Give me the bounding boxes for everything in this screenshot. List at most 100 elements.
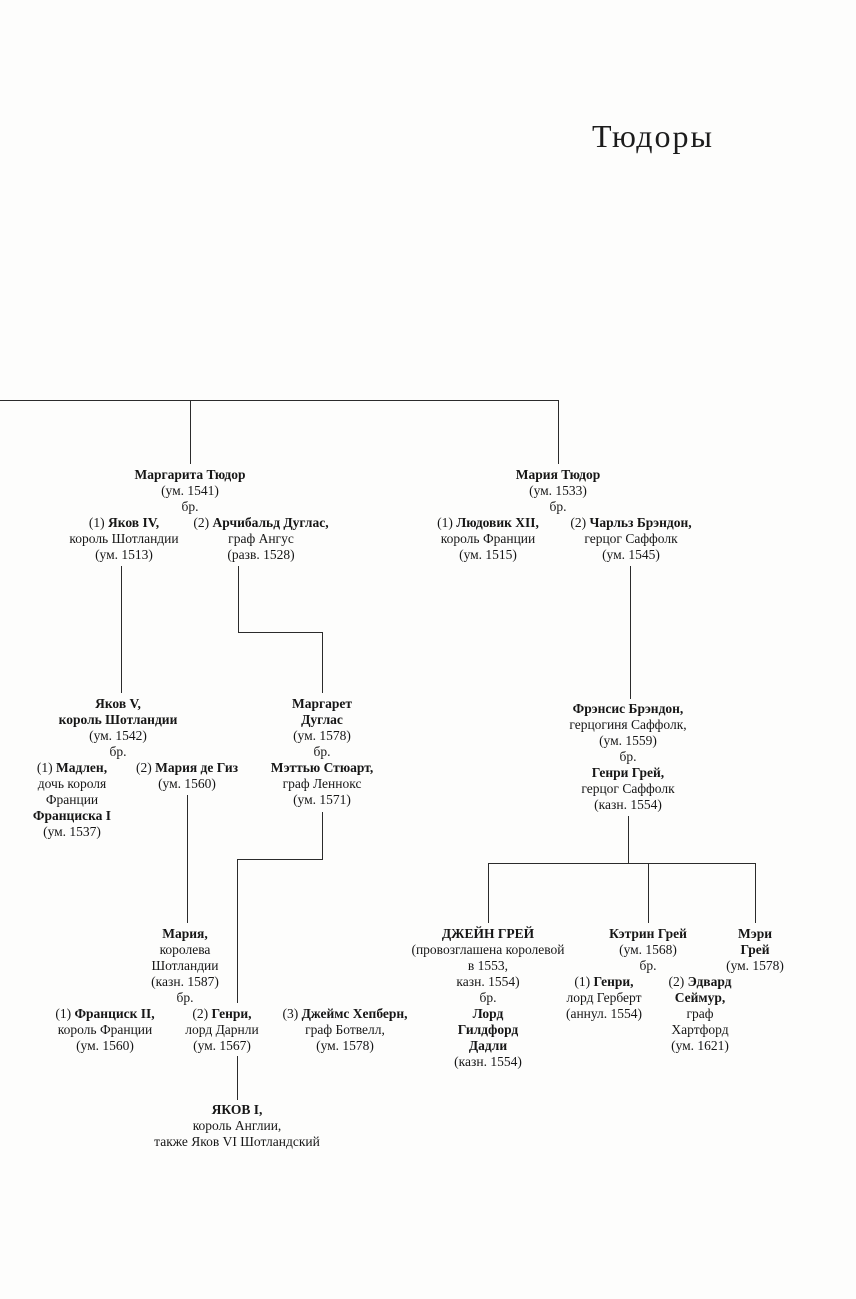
person-title: королева — [159, 942, 211, 957]
person-death: (ум. 1568) — [619, 942, 677, 957]
person-title: король Франции — [57, 1022, 153, 1037]
node-madeleine: (1) Мадлен, дочь короля Франции Франциск… — [33, 760, 111, 840]
node-margaret-douglas: Маргарет Дуглас (ум. 1578) бр. Мэттью Ст… — [271, 696, 373, 808]
person-title: король Англии, — [192, 1118, 282, 1133]
person-title: дочь короля — [37, 776, 107, 791]
node-henry-herbert: (1) Генри, лорд Герберт (аннул. 1554) — [566, 974, 642, 1022]
spouse-death: (ум. 1571) — [293, 792, 351, 807]
person-death: (ум. 1545) — [602, 547, 660, 562]
page-title: Тюдоры — [592, 118, 715, 154]
connector-drop-maria-tudor — [558, 400, 559, 464]
spouse-title: граф Леннокс — [282, 776, 362, 791]
person-name: Дуглас — [301, 712, 343, 727]
node-maria-tudor: Мария Тюдор (ум. 1533) бр. — [516, 467, 600, 515]
connector-drop-mary-grey — [755, 863, 756, 923]
spouse-name-line: (3) Джеймс Хепберн, — [282, 1006, 407, 1022]
connector-drop-margarita — [190, 400, 191, 464]
spouse-name-line: (2) Генри, — [185, 1006, 258, 1022]
spouse-name: Лорд — [472, 1006, 504, 1021]
spouse-name-line: (2) Чарльз Брэндон, — [570, 515, 691, 531]
node-henry-darnley: (2) Генри, лорд Дарнли (ум. 1567) — [185, 1006, 258, 1054]
person-title: Франции — [45, 792, 99, 807]
person-note: казн. 1554) — [456, 974, 520, 989]
node-maria-de-guise: (2) Мария де Гиз (ум. 1560) — [136, 760, 238, 792]
person-name: Мадлен, — [56, 760, 108, 775]
marriage-abbr: бр. — [181, 499, 199, 514]
person-death: (ум. 1578) — [726, 958, 784, 973]
node-mary-grey: Мэри Грей (ум. 1578) — [726, 926, 784, 974]
person-name: Мария де Гиз — [155, 760, 239, 775]
connector-drop-jane-grey — [488, 863, 489, 923]
person-name: Людовик XII, — [456, 515, 539, 530]
person-title: король Шотландии — [69, 531, 179, 546]
marriage-abbr: бр. — [639, 958, 657, 973]
spouse-name: Генри Грей, — [591, 765, 665, 780]
person-name: Франциска I — [32, 808, 112, 823]
person-title: граф Ботвелл, — [305, 1022, 385, 1037]
person-death: (ум. 1560) — [158, 776, 216, 791]
person-death: (разв. 1528) — [227, 547, 295, 562]
node-francis-ii: (1) Франциск II, король Франции (ум. 156… — [55, 1006, 154, 1054]
marriage-abbr: бр. — [549, 499, 567, 514]
person-title: король Франции — [440, 531, 536, 546]
person-note: (провозглашена королевой — [411, 942, 565, 957]
person-death: (ум. 1513) — [95, 547, 153, 562]
connector-grey-parent-down — [628, 816, 629, 864]
connector-douglas-down — [238, 566, 239, 633]
spouse-number: (1) — [437, 515, 453, 530]
spouse-name-line: (2) Эдвард — [669, 974, 732, 990]
spouse-number: (1) — [36, 760, 53, 775]
spouse-name-line: (2) Мария де Гиз — [136, 760, 238, 776]
person-name: ДЖЕЙН ГРЕЙ — [441, 926, 535, 941]
person-death: (ум. 1578) — [293, 728, 351, 743]
person-name: Маргарет — [291, 696, 352, 711]
spouse-number: (2) — [193, 515, 210, 530]
connector-grey-siblings-bracket — [488, 863, 756, 864]
person-name: Яков IV, — [108, 515, 160, 530]
node-edward-seymour: (2) Эдвард Сеймур, граф Хартфорд (ум. 16… — [669, 974, 732, 1054]
spouse-name: Мэттью Стюарт, — [270, 760, 374, 775]
connector-drop-margaret-douglas — [322, 632, 323, 693]
connector-stuart-horizontal — [237, 859, 323, 860]
node-james-hepburn: (3) Джеймс Хепберн, граф Ботвелл, (ум. 1… — [282, 1006, 407, 1054]
marriage-abbr: бр. — [109, 744, 127, 759]
connector-drop-henry-darnley — [237, 859, 238, 1003]
node-yakov-i: ЯКОВ I, король Англии, также Яков VI Шот… — [154, 1102, 320, 1150]
person-death: (ум. 1560) — [76, 1038, 134, 1053]
person-death: (ум. 1515) — [459, 547, 517, 562]
spouse-name: Гилдфорд — [457, 1022, 519, 1037]
marriage-abbr: бр. — [313, 744, 331, 759]
spouse-name-line: (1) Франциск II, — [55, 1006, 154, 1022]
spouse-number: (1) — [55, 1006, 72, 1021]
person-title: король Шотландии — [58, 712, 178, 727]
person-name: ЯКОВ I, — [211, 1102, 263, 1117]
person-name: Мария, — [162, 926, 208, 941]
spouse-title: герцог Саффолк — [581, 781, 675, 796]
person-note: также Яков VI Шотландский — [154, 1134, 320, 1149]
person-name: Маргарита Тюдор — [134, 467, 246, 482]
person-title: граф — [686, 1006, 714, 1021]
spouse-name-line: (1) Мадлен, — [33, 760, 111, 776]
person-name: Кэтрин Грей — [609, 926, 687, 941]
person-death: (ум. 1578) — [316, 1038, 374, 1053]
node-louis-xii: (1) Людовик XII, король Франции (ум. 151… — [437, 515, 539, 563]
person-title: Шотландии — [151, 958, 219, 973]
connector-top-horizontal — [0, 400, 559, 401]
person-name: Генри, — [211, 1006, 252, 1021]
connector-stuart-down — [322, 812, 323, 860]
node-archibald-douglas: (2) Арчибальд Дуглас, граф Ангус (разв. … — [193, 515, 328, 563]
marriage-abbr: бр. — [479, 990, 497, 1005]
person-death: (ум. 1541) — [161, 483, 219, 498]
connector-guise-to-maria-stuart — [187, 795, 188, 923]
person-title: лорд Дарнли — [185, 1022, 259, 1037]
spouse-name-line: (1) Генри, — [566, 974, 642, 990]
spouse-name-line: (2) Арчибальд Дуглас, — [193, 515, 328, 531]
person-name: Грей — [740, 942, 770, 957]
person-name: Эдвард — [687, 974, 732, 989]
person-name: Сеймур, — [674, 990, 726, 1005]
person-title: лорд Герберт — [566, 990, 642, 1005]
person-title: Хартфорд — [671, 1022, 729, 1037]
spouse-name-line: (1) Людовик XII, — [437, 515, 539, 531]
spouse-number: (3) — [282, 1006, 299, 1021]
